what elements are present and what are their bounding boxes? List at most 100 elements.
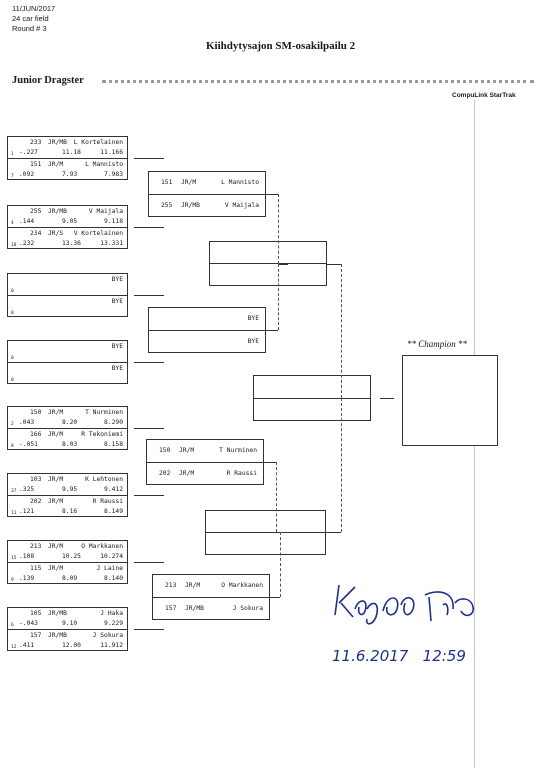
dial-in: 11.166 — [100, 149, 123, 156]
reaction-time: -.227 — [19, 149, 38, 156]
elapsed-time: 10.25 — [62, 553, 81, 560]
car-number: 151 — [30, 161, 42, 168]
car-number: 151 — [161, 179, 173, 186]
bracket-connector — [341, 398, 349, 399]
driver-name: V Maijala — [88, 208, 123, 215]
bracket-connector — [278, 264, 288, 265]
driver-name: BYE — [111, 298, 123, 305]
elapsed-time: 8.20 — [62, 419, 78, 426]
dial-in: 10.274 — [100, 553, 123, 560]
car-class: JR/M — [179, 470, 195, 477]
signature-date-time: 11.6.2017 12:59 — [332, 647, 466, 665]
reaction-time: -.051 — [19, 441, 38, 448]
elapsed-time: 9.10 — [62, 620, 78, 627]
driver-name: V Maijala — [224, 202, 259, 209]
round-number: Round # 3 — [12, 24, 47, 33]
entry-slot: BYE — [149, 331, 265, 354]
lane-number: 10 — [11, 243, 17, 248]
handwritten-signature — [334, 584, 475, 625]
lane-number: 0 — [11, 378, 14, 383]
driver-name: R Raussi — [226, 470, 257, 477]
reaction-time: .144 — [19, 218, 35, 225]
bracket-connector — [134, 562, 164, 563]
header-divider — [102, 80, 534, 83]
entry-slot: BYE 0 — [8, 341, 127, 363]
driver-name: V Kortelainen — [73, 230, 123, 237]
elapsed-time: 12.00 — [62, 642, 81, 649]
driver-name: J Laine — [96, 565, 123, 572]
driver-name: BYE — [111, 343, 123, 350]
dial-in: 11.912 — [100, 642, 123, 649]
lane-number: 7 — [11, 174, 14, 179]
car-class: JR/M — [48, 565, 64, 572]
lane-number: 0 — [11, 356, 14, 361]
elapsed-time: 9.95 — [62, 486, 78, 493]
round3-slot-top — [210, 242, 326, 264]
car-class: JR/MB — [181, 202, 200, 209]
car-class: JR/MB — [48, 632, 67, 639]
bracket-connector — [266, 194, 278, 195]
elapsed-time: 7.93 — [62, 171, 78, 178]
car-number: 202 — [30, 498, 42, 505]
car-number: 234 — [30, 230, 42, 237]
car-class: JR/MB — [48, 610, 67, 617]
bracket-connector — [341, 264, 342, 398]
dial-in: 9.229 — [104, 620, 123, 627]
dial-in: 8.140 — [104, 575, 123, 582]
car-class: JR/M — [48, 543, 64, 550]
lane-number: 0 — [11, 289, 14, 294]
car-class: JR/M — [48, 161, 64, 168]
bracket-connector — [276, 532, 286, 533]
field-size: 24 car field — [12, 14, 49, 23]
lane-number: 9 — [11, 578, 14, 583]
car-number: 213 — [165, 582, 177, 589]
lane-number: 15 — [11, 556, 17, 561]
bracket-connector — [276, 462, 277, 532]
driver-name: R Tekoniemi — [81, 431, 123, 438]
car-class: JR/M — [48, 498, 64, 505]
reaction-time: .043 — [19, 419, 35, 426]
event-title: Kiihdytysajon SM-osakilpailu 2 — [206, 40, 356, 52]
dial-in: 8.149 — [104, 508, 123, 515]
driver-name: K Lehtonen — [85, 476, 123, 483]
car-number: 157 — [165, 605, 177, 612]
dial-in: 8.290 — [104, 419, 123, 426]
class-name: Junior Dragster — [12, 75, 84, 86]
driver-name: T Nurminen — [219, 447, 257, 454]
bracket-connector — [134, 227, 164, 228]
bracket-connector — [134, 428, 164, 429]
elapsed-time: 9.05 — [62, 218, 78, 225]
dial-in: 13.331 — [100, 240, 123, 247]
car-number: 157 — [30, 632, 42, 639]
bracket-connector — [134, 362, 164, 363]
car-class: JR/MB — [48, 208, 67, 215]
car-class: JR/M — [179, 447, 195, 454]
elapsed-time: 8.09 — [62, 575, 78, 582]
final-pair — [253, 375, 371, 421]
elapsed-time: 8.16 — [62, 508, 78, 515]
bracket-connector — [134, 495, 164, 496]
car-number: 105 — [30, 610, 42, 617]
event-date: 11/JUN/2017 — [12, 4, 56, 13]
bracket-connector — [341, 398, 342, 532]
car-number: 233 — [30, 139, 42, 146]
driver-name: J Sokura — [92, 632, 123, 639]
bracket-connector — [327, 264, 341, 265]
driver-name: J Haka — [100, 610, 123, 617]
